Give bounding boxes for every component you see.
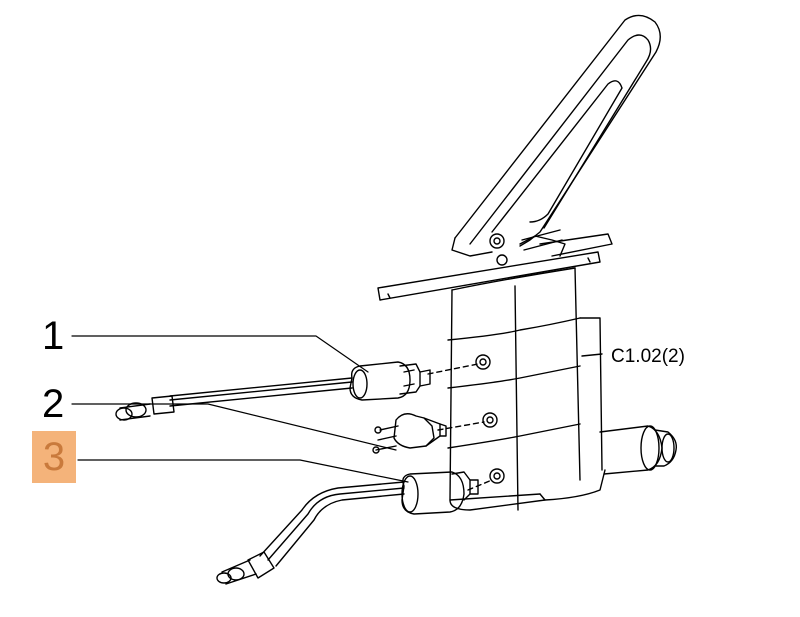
alignment-dashes xyxy=(427,363,493,491)
reference-label: C1.02(2) xyxy=(611,346,685,367)
callout-1: 1 xyxy=(42,314,65,358)
leader-lines xyxy=(71,335,409,483)
pressure-switch-3 xyxy=(216,471,479,585)
leader-line-2 xyxy=(71,403,397,451)
piston-cylinder xyxy=(599,425,678,475)
leader-line-1 xyxy=(71,335,369,373)
pressure-switch-1 xyxy=(115,361,431,421)
leader-line-3 xyxy=(77,459,409,483)
callout-2: 2 xyxy=(42,382,65,426)
port-holes xyxy=(475,354,505,484)
mounting-plate xyxy=(377,233,613,301)
pressure-switch-2 xyxy=(372,413,447,454)
valve-body xyxy=(447,267,606,511)
pedal-lever xyxy=(451,14,661,266)
callout-3-highlighted: 3 xyxy=(32,431,76,483)
